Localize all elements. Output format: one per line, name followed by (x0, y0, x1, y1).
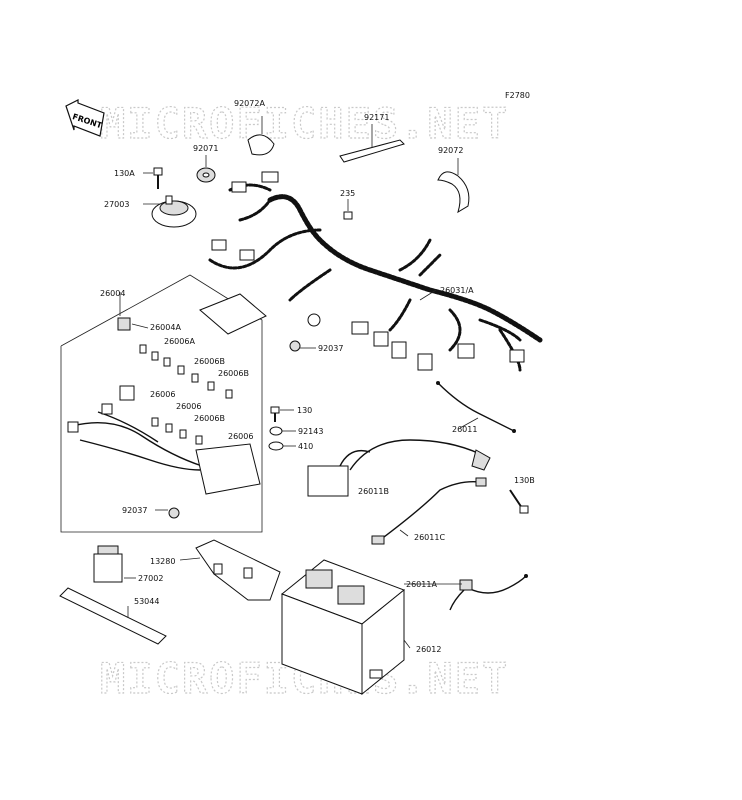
label-26006B-3: 26006B (194, 414, 225, 423)
tube-53044[interactable] (59, 587, 167, 645)
label-130: 130 (297, 406, 312, 415)
watermark-top: MICROFICHES.NET (100, 99, 509, 148)
label-92071: 92071 (193, 144, 218, 153)
label-92037-upper: 92037 (318, 344, 343, 353)
bracket-92171[interactable] (339, 124, 405, 163)
label-26011C: 26011C (414, 533, 445, 542)
fuses-26006[interactable] (139, 344, 233, 445)
label-27003: 27003 (104, 200, 129, 209)
label-26006B-1: 26006B (194, 357, 225, 366)
battery-26012[interactable] (281, 559, 405, 696)
label-130A: 130A (114, 169, 135, 178)
label-27002: 27002 (138, 574, 163, 583)
label-235: 235 (340, 189, 355, 198)
cable-26011C[interactable] (371, 477, 487, 545)
label-92143: 92143 (298, 427, 323, 436)
bolt-130B[interactable] (509, 489, 529, 514)
label-26012: 26012 (416, 645, 441, 654)
leader-lines (119, 289, 479, 649)
label-26011B: 26011B (358, 487, 389, 496)
fuse-box-harness[interactable] (67, 385, 261, 495)
label-26006-3: 26006 (228, 432, 253, 441)
horn-27003[interactable] (143, 195, 197, 228)
washer-410[interactable] (268, 441, 296, 451)
label-130B: 130B (514, 476, 535, 485)
label-26004: 26004 (100, 289, 125, 298)
label-26011: 26011 (452, 425, 477, 434)
band-92072[interactable] (437, 158, 470, 214)
label-13280: 13280 (150, 557, 175, 566)
front-arrow-icon: FRONT (65, 99, 105, 137)
main-harness-26031A[interactable] (208, 171, 543, 372)
label-26031A: 26031/A (440, 286, 474, 295)
clamp-92072A[interactable] (247, 116, 275, 156)
label-92072A: 92072A (234, 99, 265, 108)
washer-92143[interactable] (269, 426, 296, 436)
clip-92037-upper[interactable] (289, 340, 316, 352)
clip-92037-lower[interactable] (155, 507, 180, 519)
label-26006A: 26006A (164, 337, 195, 346)
wire-26011[interactable] (436, 381, 516, 433)
relay-box-group-26004 (60, 274, 267, 533)
label-26006-1: 26006 (150, 390, 175, 399)
label-26006B-2: 26006B (218, 369, 249, 378)
bracket-13280[interactable] (179, 539, 281, 601)
label-92072: 92072 (438, 146, 463, 155)
figure-id: F2780 (505, 91, 530, 100)
fuse-cable-26011A[interactable] (449, 574, 528, 611)
label-26011A: 26011A (406, 580, 437, 589)
relay-27002[interactable] (93, 545, 136, 583)
grommet-92071[interactable] (196, 155, 216, 183)
label-92037-lower: 92037 (122, 506, 147, 515)
label-92171: 92171 (364, 113, 389, 122)
screw-235[interactable] (343, 199, 353, 220)
starter-relay-26011B[interactable] (307, 439, 491, 497)
label-26004A: 26004A (150, 323, 181, 332)
label-410: 410 (298, 442, 313, 451)
label-53044: 53044 (134, 597, 159, 606)
label-26006-2: 26006 (176, 402, 201, 411)
bolt-130[interactable] (270, 406, 294, 422)
bolt-130A[interactable] (143, 167, 163, 189)
